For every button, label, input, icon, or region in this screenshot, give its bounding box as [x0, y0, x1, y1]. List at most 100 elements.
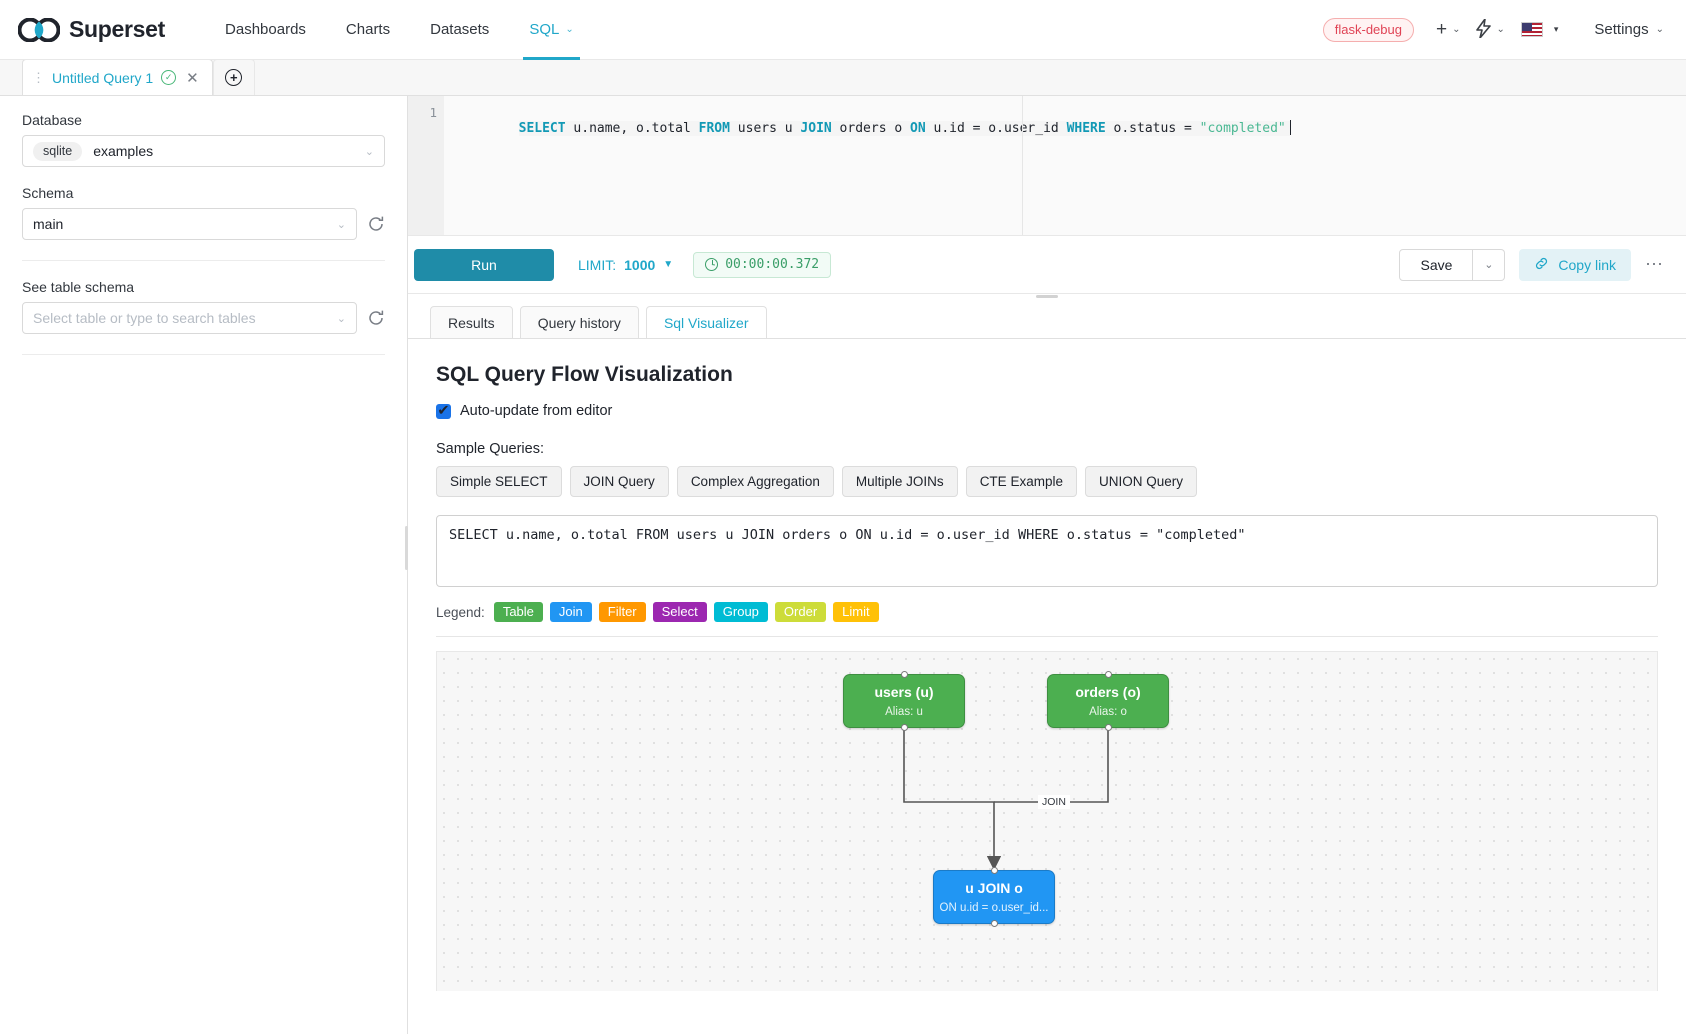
node-handle-top[interactable] [1104, 671, 1112, 678]
editor-resize-handle[interactable] [1036, 295, 1058, 298]
chevron-down-icon: ⌄ [1496, 24, 1505, 35]
tab-sql-visualizer[interactable]: Sql Visualizer [645, 306, 767, 339]
tab-sql-visualizer-label: Sql Visualizer [663, 314, 749, 331]
main-nav-links: Dashboards Charts Datasets SQL ⌄ [205, 0, 594, 60]
us-flag-icon [1520, 22, 1543, 37]
close-icon[interactable]: ✕ [186, 69, 199, 87]
node-handle-bottom[interactable] [900, 724, 908, 731]
nav-item-charts[interactable]: Charts [326, 0, 410, 60]
clock-icon [705, 257, 719, 271]
editor-pane: 1 SELECT u.name, o.total FROM users u JO… [408, 96, 1686, 1034]
drag-grip-icon[interactable]: ⋮ [32, 69, 45, 85]
node-handle-top[interactable] [990, 867, 998, 874]
refresh-tables-icon[interactable] [367, 309, 385, 327]
sql-visualizer-panel: SQL Query Flow Visualization ✔ Auto-upda… [408, 339, 1686, 1034]
auto-update-label: Auto-update from editor [460, 403, 613, 419]
toolbar-right-group: Save ⌄ Copy link ⋯ [1399, 248, 1664, 281]
legend-chip-join: Join [549, 602, 592, 622]
see-table-schema-label: See table schema [22, 279, 135, 295]
legend: Legend: Table Join Filter Select Group O… [436, 602, 1658, 637]
more-options-icon[interactable]: ⋯ [1645, 254, 1664, 274]
brand-title: Superset [69, 16, 166, 42]
nav-label-sql: SQL [529, 21, 560, 38]
add-query-tab-button[interactable]: + [212, 59, 255, 95]
nav-item-sql[interactable]: SQL ⌄ [509, 0, 593, 60]
save-button[interactable]: Save [1399, 248, 1474, 281]
query-timer-badge: 00:00:00.372 [693, 251, 832, 278]
editor-toolbar: Run LIMIT: 1000 ▼ 00:00:00.372 Save ⌄ [408, 236, 1686, 298]
table-field-group: See table schema Select table or type to… [22, 279, 385, 334]
superset-logo-icon [17, 17, 61, 42]
schema-label: Schema [22, 185, 74, 201]
sample-button-cte-example[interactable]: CTE Example [965, 466, 1077, 497]
result-tab-underline [408, 338, 1686, 339]
nav-item-dashboards[interactable]: Dashboards [205, 0, 326, 60]
chevron-down-icon: ⌄ [364, 145, 374, 158]
caret-down-icon: ▾ [1553, 24, 1559, 34]
sidebar-resize-handle[interactable] [405, 526, 408, 570]
chevron-down-icon: ⌄ [565, 24, 574, 35]
database-label: Database [22, 112, 82, 128]
flow-node-users[interactable]: users (u) Alias: u [843, 671, 965, 731]
sample-button-join-query[interactable]: JOIN Query [569, 466, 669, 497]
limit-dropdown[interactable]: LIMIT: 1000 ▼ [578, 257, 673, 273]
copy-link-label: Copy link [1558, 256, 1616, 273]
text-cursor [1289, 120, 1291, 135]
sidebar-divider [22, 260, 385, 261]
tab-query-history[interactable]: Query history [519, 306, 639, 339]
auto-update-checkbox[interactable]: ✔ [436, 402, 451, 419]
legend-chip-limit: Limit [833, 602, 879, 622]
nav-item-datasets[interactable]: Datasets [410, 0, 509, 60]
page-title: SQL Query Flow Visualization [436, 363, 733, 386]
settings-label: Settings [1594, 21, 1649, 38]
flow-node-join[interactable]: u JOIN o ON u.id = o.user_id... [933, 867, 1055, 927]
tab-results[interactable]: Results [430, 306, 513, 339]
flow-canvas[interactable]: JOIN users (u) Alias: u orders (o) Alias… [436, 651, 1658, 991]
chevron-down-icon: ⌄ [336, 218, 346, 231]
language-picker[interactable]: ▾ [1520, 22, 1559, 37]
table-search-select[interactable]: Select table or type to search tables ⌄ [22, 302, 357, 334]
editor-content[interactable]: SELECT u.name, o.total FROM users u JOIN… [444, 96, 1686, 235]
legend-chip-order: Order [774, 602, 827, 622]
node-handle-bottom[interactable] [1104, 724, 1112, 731]
copy-link-button[interactable]: Copy link [1519, 248, 1631, 281]
left-sidebar: Database sqlite examples ⌄ Schema main ⌄ [0, 96, 408, 1034]
sample-query-buttons: Simple SELECT JOIN Query Complex Aggrega… [436, 466, 1658, 497]
flow-node-orders[interactable]: orders (o) Alias: o [1047, 671, 1169, 731]
edge-label-join: JOIN [1038, 795, 1070, 809]
query-tab-untitled-query-1[interactable]: ⋮ Untitled Query 1 ✓ ✕ [22, 59, 213, 95]
auto-update-row: ✔ Auto-update from editor [436, 403, 1658, 419]
sample-button-complex-aggregation[interactable]: Complex Aggregation [676, 466, 834, 497]
result-tab-bar: Results Query history Sql Visualizer [408, 294, 1686, 339]
plus-icon: + [1435, 19, 1448, 40]
node-handle-top[interactable] [900, 671, 908, 678]
sample-button-union-query[interactable]: UNION Query [1084, 466, 1197, 497]
brand-logo-area[interactable]: Superset [17, 16, 166, 43]
run-button[interactable]: Run [414, 248, 554, 281]
database-value: examples [93, 143, 154, 159]
database-select[interactable]: sqlite examples ⌄ [22, 135, 385, 167]
sql-editor[interactable]: 1 SELECT u.name, o.total FROM users u JO… [408, 96, 1686, 236]
bolt-menu[interactable]: ⌄ [1476, 17, 1505, 41]
refresh-schema-icon[interactable] [367, 215, 385, 233]
flow-node-title: u JOIN o [965, 880, 1023, 897]
query-tab-label: Untitled Query 1 [52, 69, 154, 86]
sample-queries-label: Sample Queries: [436, 441, 544, 457]
limit-label: LIMIT: [578, 256, 617, 273]
query-input-textarea[interactable] [436, 515, 1658, 587]
new-item-menu[interactable]: + ⌄ [1436, 20, 1461, 39]
schema-value: main [33, 216, 64, 232]
workspace: Database sqlite examples ⌄ Schema main ⌄ [0, 96, 1686, 1034]
node-handle-bottom[interactable] [990, 920, 998, 927]
schema-select[interactable]: main ⌄ [22, 208, 357, 240]
query-tab-bar: ⋮ Untitled Query 1 ✓ ✕ + [0, 59, 1686, 96]
sample-button-simple-select[interactable]: Simple SELECT [436, 466, 562, 497]
editor-sql-line: SELECT u.name, o.total FROM users u JOIN… [518, 121, 1286, 136]
link-icon [1534, 256, 1549, 274]
settings-menu[interactable]: Settings ⌄ [1594, 21, 1664, 38]
nav-right-group: flask-debug + ⌄ ⌄ ▾ Settings ⌄ [1322, 17, 1664, 42]
sample-button-multiple-joins[interactable]: Multiple JOINs [841, 466, 958, 497]
save-dropdown-button[interactable]: ⌄ [1473, 248, 1506, 281]
flow-node-subtitle: Alias: o [1089, 705, 1127, 718]
table-search-placeholder: Select table or type to search tables [33, 310, 256, 326]
